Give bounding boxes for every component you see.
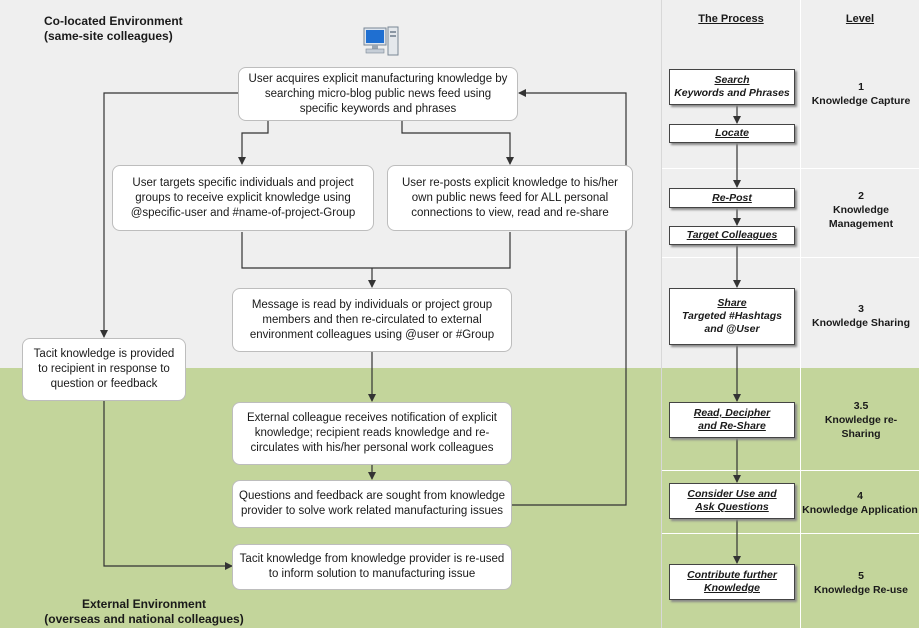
message-read-step: Message is read by individuals or projec… bbox=[232, 288, 512, 352]
process-repost: Re-Post bbox=[669, 188, 795, 208]
questions-feedback-step: Questions and feedback are sought from k… bbox=[232, 480, 512, 528]
band-separator bbox=[662, 257, 919, 258]
acquire-knowledge-step: User acquires explicit manufacturing kno… bbox=[238, 67, 518, 121]
process-target-colleagues: Target Colleagues bbox=[669, 226, 795, 245]
band-separator bbox=[662, 470, 919, 471]
level-column-header: Level bbox=[845, 13, 875, 25]
process-locate: Locate bbox=[669, 124, 795, 143]
repost-knowledge-step: User re-posts explicit knowledge to his/… bbox=[387, 165, 633, 231]
column-divider bbox=[661, 0, 662, 628]
process-column-header: The Process bbox=[698, 13, 764, 25]
column-divider bbox=[800, 0, 801, 628]
external-receives-step: External colleague receives notification… bbox=[232, 402, 512, 465]
colocated-title: Co-located Environment (same-site collea… bbox=[44, 14, 183, 43]
band-separator bbox=[662, 533, 919, 534]
band-separator bbox=[662, 168, 919, 169]
target-individuals-step: User targets specific individuals and pr… bbox=[112, 165, 374, 231]
tacit-provided-step: Tacit knowledge is provided to recipient… bbox=[22, 338, 186, 401]
external-title: External Environment (overseas and natio… bbox=[44, 597, 244, 626]
computer-icon bbox=[361, 24, 401, 60]
tacit-reused-step: Tacit knowledge from knowledge provider … bbox=[232, 544, 512, 590]
